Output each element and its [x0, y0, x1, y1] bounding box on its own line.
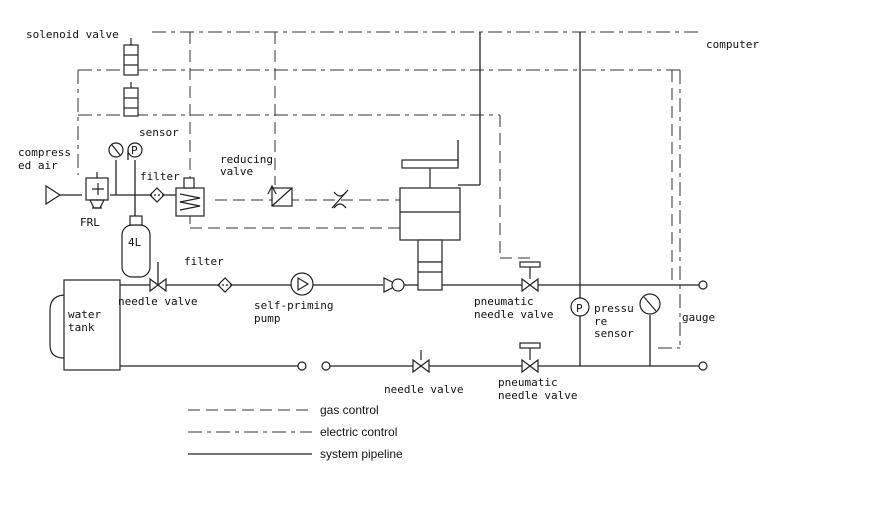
- throttle-valve-icon: [331, 189, 349, 209]
- pressure-sensor-label-3: sensor: [594, 327, 634, 340]
- gas-cylinder: 4L: [121, 215, 151, 278]
- pilot-valve: [175, 177, 205, 217]
- pressure-sensor-icon: P: [570, 297, 590, 317]
- filter-icon-top: [149, 187, 165, 203]
- pneumatic-needle-valve-bottom-label-1: pneumatic: [498, 376, 558, 389]
- needle-valve-top-icon: [149, 277, 167, 293]
- water-tank-label-2: tank: [68, 321, 95, 334]
- legend-electric-control: electric control: [320, 425, 397, 439]
- solenoid-valve-1: [123, 38, 139, 76]
- pressure-sensor-symbol: P: [576, 302, 583, 315]
- compressed-air-label-1: compress: [18, 146, 71, 159]
- self-priming-label-1: self-priming: [254, 299, 333, 312]
- filter-top-label: filter: [140, 170, 180, 183]
- computer-label: computer: [706, 38, 759, 51]
- needle-valve-bottom-icon: [412, 350, 430, 374]
- check-valve-icon: [383, 277, 405, 293]
- filter-mid-label: filter: [184, 255, 224, 268]
- gas-cylinder-label: 4L: [128, 236, 142, 249]
- water-tank-label-1: water: [68, 308, 101, 321]
- pneumatic-needle-valve-bottom-label-2: needle valve: [498, 389, 577, 402]
- pneumatic-needle-valve-top-label-2: needle valve: [474, 308, 553, 321]
- inlet-bottom-mid: [321, 361, 331, 371]
- self-priming-pump-icon: [290, 272, 314, 296]
- electric-control-lines: [77, 31, 700, 349]
- water-tank: [49, 279, 121, 371]
- pressure-sensor-label-2: re: [594, 315, 607, 328]
- pneumatic-needle-valve-top-icon: [519, 261, 541, 293]
- pressure-sensor-label-1: pressu: [594, 302, 634, 315]
- outlet-bottom-left: [297, 361, 307, 371]
- gauge-icon: [108, 142, 124, 158]
- pneumatic-needle-valve-bottom-icon: [519, 342, 541, 374]
- gauge-label: gauge: [682, 311, 715, 324]
- legend-system-pipeline: system pipeline: [320, 447, 403, 461]
- filter-icon-mid: [217, 277, 233, 293]
- outlet-mid: [698, 280, 708, 290]
- gauge-right-icon: [639, 293, 661, 315]
- compressed-air-label-2: ed air: [18, 159, 58, 172]
- legend: gas control electric control system pipe…: [188, 403, 403, 461]
- pressure-symbol: P: [131, 144, 138, 157]
- needle-valve-top-label: needle valve: [118, 295, 197, 308]
- pressure-gauge-icon: P: [127, 142, 143, 158]
- frl-unit: [85, 172, 109, 209]
- self-priming-label-2: pump: [254, 312, 281, 325]
- cylinder-assembly: [399, 159, 461, 291]
- reducing-valve-label-2: valve: [220, 165, 253, 178]
- solenoid-valve-2: [123, 82, 139, 117]
- outlet-bottom: [698, 361, 708, 371]
- legend-gas-control: gas control: [320, 403, 379, 417]
- pneumatic-needle-valve-top-label-1: pneumatic: [474, 295, 534, 308]
- solenoid-valve-label: solenoid valve: [26, 28, 119, 41]
- sensor-label: sensor: [139, 126, 179, 139]
- frl-label: FRL: [80, 216, 100, 229]
- reducing-valve-label-1: reducing: [220, 153, 273, 166]
- needle-valve-bottom-label: needle valve: [384, 383, 463, 396]
- reducing-valve: [267, 184, 293, 207]
- air-inlet-icon: [45, 184, 62, 206]
